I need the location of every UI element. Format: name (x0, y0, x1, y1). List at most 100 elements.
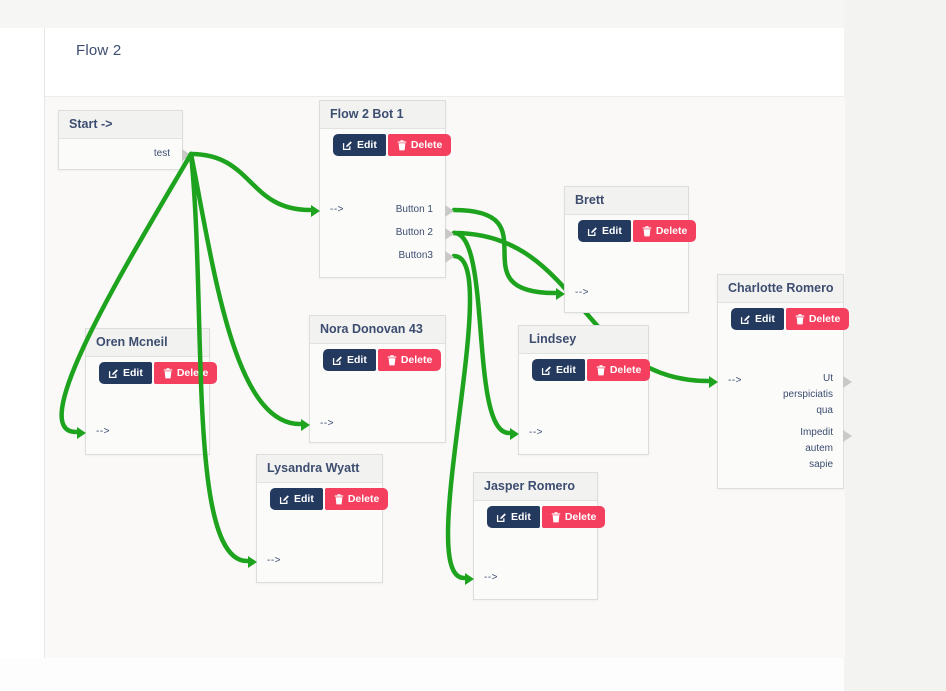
node-actions: Edit Delete (270, 488, 389, 510)
edit-button[interactable]: Edit (487, 506, 540, 528)
edit-button-label: Edit (357, 139, 377, 151)
delete-button[interactable]: Delete (785, 308, 850, 330)
delete-button[interactable]: Delete (541, 506, 606, 528)
delete-button[interactable]: Delete (377, 349, 442, 371)
node-header[interactable]: Charlotte Romero (718, 275, 843, 303)
output-label: test (153, 148, 170, 159)
node-header[interactable]: Oren Mcneil (86, 329, 209, 357)
input-arrow-label: --> (320, 418, 334, 429)
trash-icon (551, 511, 561, 522)
edit-pencil-icon (587, 226, 597, 236)
node-header[interactable]: Nora Donovan 43 (310, 316, 445, 344)
input-port[interactable] (301, 419, 310, 431)
input-port[interactable] (709, 376, 718, 388)
edit-button[interactable]: Edit (578, 220, 631, 242)
delete-button[interactable]: Delete (387, 134, 452, 156)
node-oren[interactable]: Oren Mcneil Edit Delete --> (77, 328, 218, 455)
input-port[interactable] (465, 573, 474, 585)
output-port[interactable] (445, 205, 454, 217)
edit-button-label: Edit (511, 511, 531, 523)
node-title: Jasper Romero (484, 479, 576, 493)
node-flow2bot1[interactable]: Flow 2 Bot 1 Edit Delete --> Button 1 Bu… (311, 100, 454, 278)
delete-button[interactable]: Delete (586, 359, 651, 381)
node-title: Brett (575, 193, 605, 207)
node-jasper[interactable]: Jasper Romero Edit Delete --> (465, 472, 606, 600)
node-actions: Edit Delete (323, 349, 442, 371)
output-port[interactable] (182, 149, 191, 161)
flow-header: Flow 2 (45, 28, 844, 97)
node-header[interactable]: Jasper Romero (474, 473, 597, 501)
edit-button[interactable]: Edit (270, 488, 323, 510)
edit-button-label: Edit (755, 313, 775, 325)
input-port[interactable] (556, 288, 565, 300)
node-actions: Edit Delete (578, 220, 697, 242)
delete-button[interactable]: Delete (153, 362, 218, 384)
input-arrow-label: --> (330, 204, 344, 215)
output-port[interactable] (445, 228, 454, 240)
node-header[interactable]: Start -> (59, 111, 182, 139)
node-header[interactable]: Flow 2 Bot 1 (320, 101, 445, 129)
delete-button-label: Delete (564, 511, 597, 523)
delete-button[interactable]: Delete (324, 488, 389, 510)
delete-button-label: Delete (176, 367, 209, 379)
output-port[interactable] (843, 430, 852, 442)
input-arrow-label: --> (728, 375, 742, 386)
edit-pencil-icon (342, 140, 352, 150)
node-actions: Edit Delete (532, 359, 651, 381)
edit-button-label: Edit (123, 367, 143, 379)
node-actions: Edit Delete (731, 308, 850, 330)
trash-icon (795, 313, 805, 324)
edit-button[interactable]: Edit (731, 308, 784, 330)
input-arrow-label: --> (96, 426, 110, 437)
edit-button-label: Edit (294, 493, 314, 505)
flow-canvas[interactable]: Start -> test Flow 2 Bot 1 Edit Delete --… (45, 97, 852, 658)
input-arrow-label: --> (529, 427, 543, 438)
node-title: Flow 2 Bot 1 (330, 107, 404, 121)
nodes-host: Start -> test Flow 2 Bot 1 Edit Delete --… (45, 97, 852, 658)
node-title: Lysandra Wyatt (267, 461, 360, 475)
output-label: Button3 (398, 250, 433, 261)
input-port[interactable] (248, 556, 257, 568)
delete-button-label: Delete (400, 354, 433, 366)
edit-button-label: Edit (347, 354, 367, 366)
node-header[interactable]: Lysandra Wyatt (257, 455, 382, 483)
node-brett[interactable]: Brett Edit Delete --> (556, 186, 697, 313)
edit-pencil-icon (740, 314, 750, 324)
edit-button[interactable]: Edit (333, 134, 386, 156)
node-title: Charlotte Romero (728, 281, 834, 295)
edit-pencil-icon (332, 355, 342, 365)
node-title: Lindsey (529, 332, 577, 346)
node-nora[interactable]: Nora Donovan 43 Edit Delete --> (301, 315, 446, 443)
input-port[interactable] (311, 205, 320, 217)
delete-button-label: Delete (609, 364, 642, 376)
flow-title: Flow 2 (76, 42, 122, 59)
edit-button[interactable]: Edit (323, 349, 376, 371)
delete-button[interactable]: Delete (632, 220, 697, 242)
edit-pencil-icon (541, 365, 551, 375)
node-header[interactable]: Lindsey (519, 326, 648, 354)
node-lysandra[interactable]: Lysandra Wyatt Edit Delete --> (248, 454, 389, 583)
delete-button-label: Delete (655, 225, 688, 237)
output-port[interactable] (843, 376, 852, 388)
edit-button[interactable]: Edit (532, 359, 585, 381)
edit-button-label: Edit (556, 364, 576, 376)
delete-button-label: Delete (347, 493, 380, 505)
output-label: Button 2 (395, 227, 433, 238)
input-port[interactable] (77, 427, 86, 439)
delete-button-label: Delete (808, 313, 841, 325)
trash-icon (596, 364, 606, 375)
node-header[interactable]: Brett (565, 187, 688, 215)
input-port[interactable] (510, 428, 519, 440)
output-port[interactable] (445, 251, 454, 263)
node-start[interactable]: Start -> test (58, 110, 191, 170)
output-label: Button 1 (395, 204, 433, 215)
edit-pencil-icon (496, 512, 506, 522)
input-arrow-label: --> (267, 555, 281, 566)
page-top-margin (0, 0, 946, 28)
node-lindsey[interactable]: Lindsey Edit Delete --> (510, 325, 651, 455)
edit-button-label: Edit (602, 225, 622, 237)
edit-button[interactable]: Edit (99, 362, 152, 384)
